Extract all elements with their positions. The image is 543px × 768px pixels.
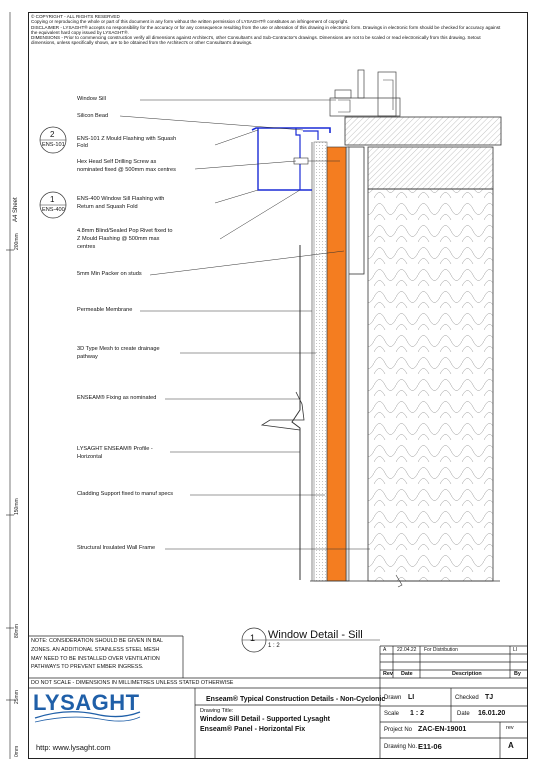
label-wall-frame: Structural Insulated Wall Frame xyxy=(77,545,156,551)
panel-skin xyxy=(345,146,350,582)
by-header: By xyxy=(514,671,521,677)
label-packer: 5mm Min Packer on studs xyxy=(77,271,142,277)
profile-joint xyxy=(260,391,305,431)
insulation-core xyxy=(326,146,347,582)
project-value: ZAC-EN-19001 xyxy=(418,726,467,733)
callout-circles xyxy=(39,126,67,219)
disclaimer-line: DISCLAIMER - LYSAGHT® accepts no respons… xyxy=(31,24,501,30)
rev-date-cell: 22.04.22 xyxy=(397,647,417,653)
date-label: Date xyxy=(457,711,470,717)
timber-plate xyxy=(367,146,494,190)
ruler-lines xyxy=(6,12,14,759)
callout-2-number: 2 xyxy=(50,130,55,139)
drawing-title-line1: Window Sill Detail - Supported Lysaght xyxy=(200,716,330,723)
callout-1-number: 1 xyxy=(50,195,55,204)
label-mesh-line2: pathway xyxy=(77,354,98,360)
packer-stud xyxy=(347,146,365,275)
label-ens101-line1: ENS-101 Z Mould Flashing with Squash xyxy=(77,136,177,142)
drawn-label: Drawn xyxy=(384,695,402,701)
label-profile-line2: Horizontal xyxy=(77,454,103,460)
detail-number: 1 xyxy=(250,633,256,643)
label-ens101-line2: Fold xyxy=(77,143,88,149)
detail-title: Window Detail - Sill xyxy=(268,629,363,641)
callout-2-ref: ENS-101 xyxy=(42,142,65,148)
label-ens400-line2: Return and Squash Fold xyxy=(77,204,138,210)
label-profile-line1: LYSAGHT ENSEAM® Profile - xyxy=(77,446,153,452)
label-screw-line1: Hex Head Self Drilling Screw as xyxy=(77,159,157,165)
do-not-scale-note: DO NOT SCALE - DIMENSIONS IN MILLIMETRES… xyxy=(31,680,234,686)
date-header: Date xyxy=(401,671,413,677)
date-value: 16.01.20 xyxy=(478,710,506,717)
website-link[interactable]: http: www.lysaght.com xyxy=(36,743,111,752)
note-line4: PATHWAYS TO PREVENT EMBER INGRESS. xyxy=(31,664,144,671)
copying-line: Copying or reproducing the whole or part… xyxy=(31,19,349,25)
wall-insulation xyxy=(367,188,494,582)
lysaght-logo: LYSAGHT xyxy=(33,690,140,715)
label-screw-line2: nominated fixed @ 500mm max centres xyxy=(77,167,176,173)
checked-value: TJ xyxy=(485,694,494,701)
bal-note: NOTE: CONSIDERATION SHOULD BE GIVEN IN B… xyxy=(31,637,181,672)
drainage-mesh xyxy=(313,141,328,582)
scale-label: Scale xyxy=(384,711,400,717)
description-header: Description xyxy=(452,671,482,677)
series-header: Enseam® Typical Construction Details - N… xyxy=(206,696,386,703)
rev-a-cell: A xyxy=(383,647,387,653)
label-rivet-line1: 4.8mm Blind/Sealed Pop Rivet fixed to xyxy=(77,228,173,234)
drawing-title-label: Drawing Title: xyxy=(200,708,234,714)
logo-mark xyxy=(34,711,141,723)
rev-header: Rev xyxy=(383,671,393,677)
dimensions-line: DIMENSIONS - Prior to commencing constru… xyxy=(31,35,481,41)
drawing-title-line2: Enseam® Panel - Horizontal Fix xyxy=(200,726,306,733)
rev-label: rev xyxy=(506,725,514,731)
drawn-value: LI xyxy=(408,694,415,701)
rev-by-cell: LI xyxy=(513,647,518,653)
timber-sill xyxy=(344,116,502,146)
note-line1: NOTE: CONSIDERATION SHOULD BE GIVEN IN B… xyxy=(31,638,163,644)
leader-lines xyxy=(119,99,370,550)
label-membrane: Permeable Membrane xyxy=(77,307,133,313)
note-line2: ZONES. AN ADDITIONAL STAINLESS STEEL MES… xyxy=(31,646,160,653)
drawing-number-label: Drawing No. xyxy=(384,744,418,750)
label-window-sill: Window Sill xyxy=(77,96,106,102)
disclaimer-line-cont: the equivalent hard copy issued by LYSAG… xyxy=(31,29,129,35)
label-ens400-line1: ENS-400 Window Sill Flashing with xyxy=(77,196,165,202)
screw-head xyxy=(293,157,309,165)
scale-value: 1 : 2 xyxy=(410,710,425,717)
sheet-border xyxy=(28,12,528,759)
label-rivet-line3: centres xyxy=(77,244,96,250)
callout-1-ref: ENS-400 xyxy=(42,207,65,213)
revision-value: A xyxy=(508,741,514,750)
checked-label: Checked xyxy=(455,695,479,701)
title-block-lines xyxy=(28,635,528,759)
label-mesh-line1: 3D Type Mesh to create drainage xyxy=(77,346,160,352)
project-label: Project No xyxy=(384,727,413,733)
label-rivet-line2: Z Mould Flashing @ 500mm max xyxy=(77,236,160,242)
detail-scale: 1 : 2 xyxy=(268,643,280,649)
drawing-number-value: E11-06 xyxy=(418,742,442,751)
copyright-line: © COPYRIGHT - ALL RIGHTS RESERVED xyxy=(31,14,120,19)
label-cladding-support: Cladding Support fixed to manuf specs xyxy=(77,491,174,497)
window-frame xyxy=(329,69,401,117)
label-fixing: ENSEAM® Fixing as nominated xyxy=(77,395,157,401)
dimensions-line-cont: dimensions, unless specifically shown, a… xyxy=(31,40,253,46)
cladding-profile xyxy=(291,245,301,580)
label-silicon-bead: Silicon Bead xyxy=(77,113,109,119)
rev-desc-cell: For Distribution xyxy=(424,647,458,653)
side-ruler: A4 Sheet 200mm 150mm 80mm 25mm 0mm xyxy=(0,0,28,768)
disclaimer-block: © COPYRIGHT - ALL RIGHTS RESERVED Copyin… xyxy=(31,14,521,46)
note-line3: MAY NEED TO BE INSTALLED OVER VENTILATIO… xyxy=(31,655,160,662)
